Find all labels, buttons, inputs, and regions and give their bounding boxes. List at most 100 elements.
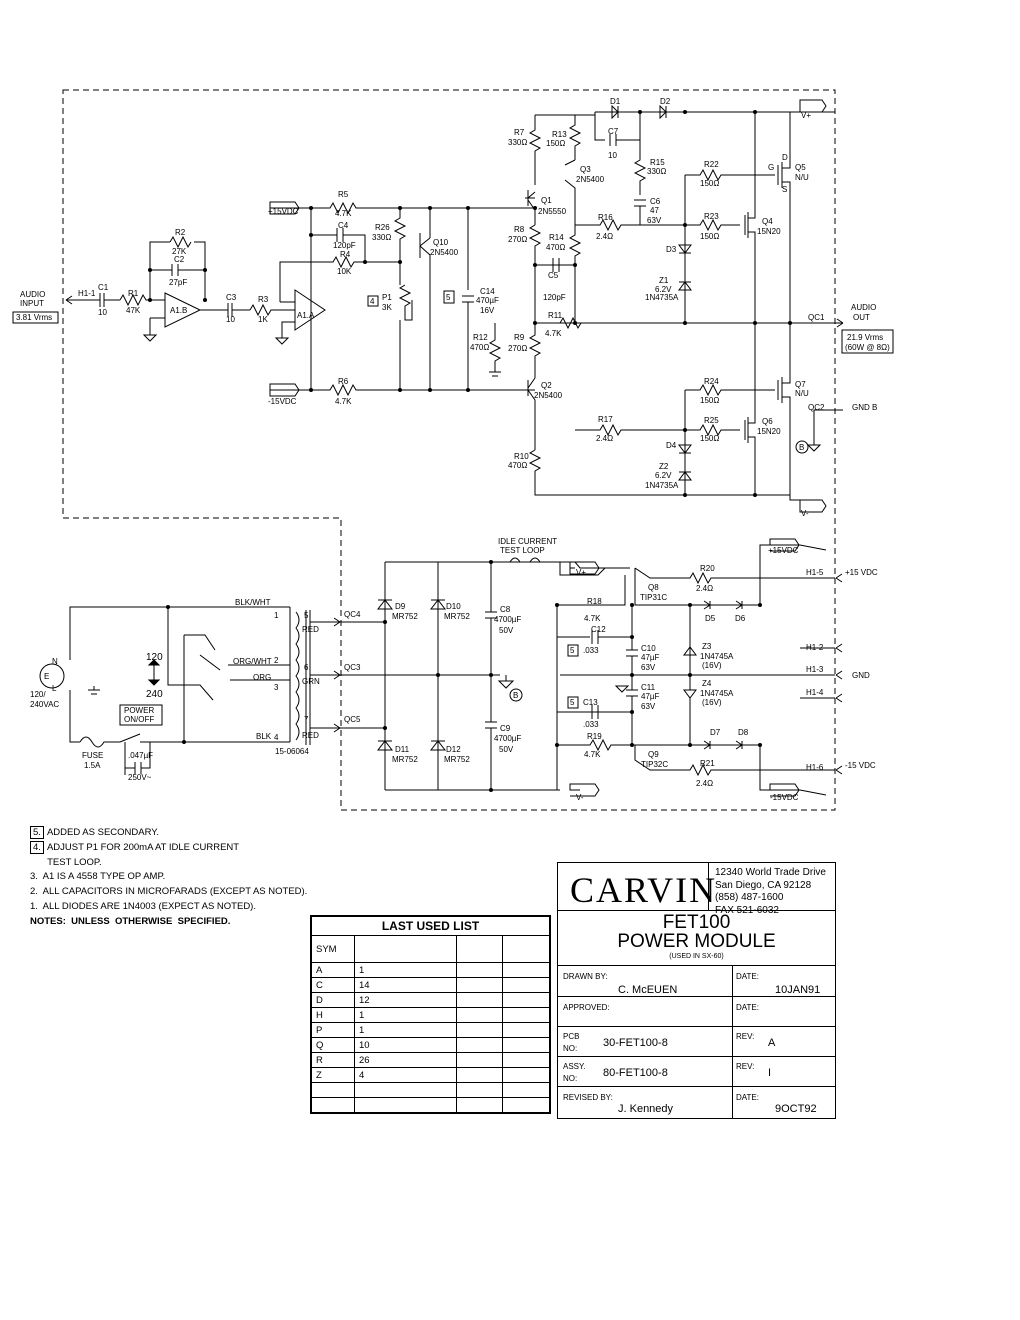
svg-text:.033: .033 bbox=[583, 720, 599, 729]
svg-text:10: 10 bbox=[98, 308, 107, 317]
svg-text:V-: V- bbox=[801, 509, 809, 518]
svg-text:OUT: OUT bbox=[853, 313, 870, 322]
svg-text:470Ω: 470Ω bbox=[508, 461, 527, 470]
svg-text:R11: R11 bbox=[548, 311, 563, 320]
svg-text:L: L bbox=[52, 684, 57, 693]
svg-text:150Ω: 150Ω bbox=[700, 179, 719, 188]
plus15-output-label: +15 VDC bbox=[845, 568, 878, 577]
svg-text:270Ω: 270Ω bbox=[508, 344, 527, 353]
svg-text:1.5A: 1.5A bbox=[84, 761, 101, 770]
svg-text:H1-6: H1-6 bbox=[806, 763, 824, 772]
svg-text:63V: 63V bbox=[647, 216, 662, 225]
svg-text:1: 1 bbox=[274, 611, 279, 620]
svg-text:10K: 10K bbox=[337, 267, 352, 276]
plus15-input-label: +15VDC bbox=[268, 207, 299, 216]
svg-text:H1-3: H1-3 bbox=[806, 665, 824, 674]
svg-text:R18: R18 bbox=[587, 597, 602, 606]
note-4: 4.ADJUST P1 FOR 200mA AT IDLE CURRENT bbox=[30, 840, 307, 856]
svg-text:R6: R6 bbox=[338, 377, 349, 386]
revised-by: J. Kennedy bbox=[618, 1103, 674, 1115]
svg-text:120pF: 120pF bbox=[333, 241, 356, 250]
svg-text:15N20: 15N20 bbox=[757, 227, 781, 236]
svg-text:C12: C12 bbox=[591, 625, 606, 634]
svg-text:5: 5 bbox=[304, 611, 309, 620]
minus15-output-label: -15 VDC bbox=[845, 761, 876, 770]
svg-text:B: B bbox=[799, 443, 804, 452]
svg-text:4.7K: 4.7K bbox=[545, 329, 562, 338]
svg-text:Q9: Q9 bbox=[648, 750, 659, 759]
junctions bbox=[148, 110, 792, 792]
pcb-number: 30-FET100-8 bbox=[603, 1037, 668, 1049]
svg-text:1K: 1K bbox=[258, 315, 268, 324]
svg-text:.033: .033 bbox=[583, 646, 599, 655]
svg-text:2.4Ω: 2.4Ω bbox=[596, 434, 613, 443]
svg-text:C7: C7 bbox=[608, 127, 619, 136]
svg-text:G: G bbox=[768, 163, 774, 172]
svg-text:Q5: Q5 bbox=[795, 163, 806, 172]
svg-text:D2: D2 bbox=[660, 97, 671, 106]
svg-text:A1.B: A1.B bbox=[170, 306, 187, 315]
svg-text:ON/OFF: ON/OFF bbox=[124, 715, 154, 724]
note-2: 2. ALL CAPACITORS IN MICROFARADS (EXCEPT… bbox=[30, 886, 308, 898]
svg-text:ORG/WHT: ORG/WHT bbox=[233, 657, 272, 666]
svg-text:1N4735A: 1N4735A bbox=[645, 481, 679, 490]
svg-text:N/U: N/U bbox=[795, 173, 809, 182]
svg-text:D6: D6 bbox=[735, 614, 746, 623]
power-supply bbox=[69, 544, 835, 796]
svg-text:D3: D3 bbox=[666, 245, 677, 254]
svg-text:BLK/WHT: BLK/WHT bbox=[235, 598, 271, 607]
svg-text:FUSE: FUSE bbox=[82, 751, 103, 760]
svg-text:GND B: GND B bbox=[852, 403, 877, 412]
drawn-date: 10JAN91 bbox=[775, 984, 821, 996]
svg-text:5: 5 bbox=[570, 646, 575, 655]
svg-text:R7: R7 bbox=[514, 128, 525, 137]
svg-text:R23: R23 bbox=[704, 212, 719, 221]
svg-text:C5: C5 bbox=[548, 271, 559, 280]
drawn-by: C. McEUEN bbox=[618, 984, 678, 996]
input-level: 3.81 Vrms bbox=[16, 313, 52, 322]
svg-text:C13: C13 bbox=[583, 698, 598, 707]
gnd-output-label: GND bbox=[852, 671, 870, 680]
svg-text:50V: 50V bbox=[499, 745, 514, 754]
svg-text:H1-4: H1-4 bbox=[806, 688, 824, 697]
svg-text:Z3: Z3 bbox=[702, 642, 712, 651]
svg-text:R16: R16 bbox=[598, 213, 613, 222]
svg-text:R12: R12 bbox=[473, 333, 488, 342]
svg-text:470Ω: 470Ω bbox=[470, 343, 489, 352]
svg-text:D9: D9 bbox=[395, 602, 406, 611]
svg-text:63V: 63V bbox=[641, 702, 656, 711]
svg-text:POWER: POWER bbox=[124, 706, 154, 715]
svg-text:4: 4 bbox=[274, 733, 279, 742]
svg-text:(16V): (16V) bbox=[702, 661, 722, 670]
svg-text:Q1: Q1 bbox=[541, 196, 552, 205]
svg-text:2.4Ω: 2.4Ω bbox=[596, 232, 613, 241]
bias-network bbox=[299, 201, 535, 397]
svg-text:ORG: ORG bbox=[253, 673, 271, 682]
revised-date: 9OCT92 bbox=[775, 1103, 817, 1115]
notes-block: 5.ADDED AS SECONDARY. 4.ADJUST P1 FOR 20… bbox=[30, 826, 307, 930]
svg-text:Q10: Q10 bbox=[433, 238, 449, 247]
svg-text:R22: R22 bbox=[704, 160, 719, 169]
assy-number: 80-FET100-8 bbox=[603, 1067, 668, 1079]
svg-text:120pF: 120pF bbox=[543, 293, 566, 302]
svg-text:H1-2: H1-2 bbox=[806, 643, 824, 652]
svg-text:R26: R26 bbox=[375, 223, 390, 232]
svg-text:150Ω: 150Ω bbox=[700, 396, 719, 405]
svg-text:H1-5: H1-5 bbox=[806, 568, 824, 577]
svg-text:2N5400: 2N5400 bbox=[534, 391, 563, 400]
svg-text:Q2: Q2 bbox=[541, 381, 552, 390]
svg-text:R5: R5 bbox=[338, 190, 349, 199]
svg-text:QC4: QC4 bbox=[344, 610, 361, 619]
svg-text:C3: C3 bbox=[226, 293, 237, 302]
svg-text:QC5: QC5 bbox=[344, 715, 361, 724]
svg-text:V+: V+ bbox=[801, 111, 811, 120]
svg-text:R24: R24 bbox=[704, 377, 719, 386]
svg-text:D4: D4 bbox=[666, 441, 677, 450]
svg-text:250V~: 250V~ bbox=[128, 773, 152, 782]
table-row bbox=[311, 1097, 550, 1113]
